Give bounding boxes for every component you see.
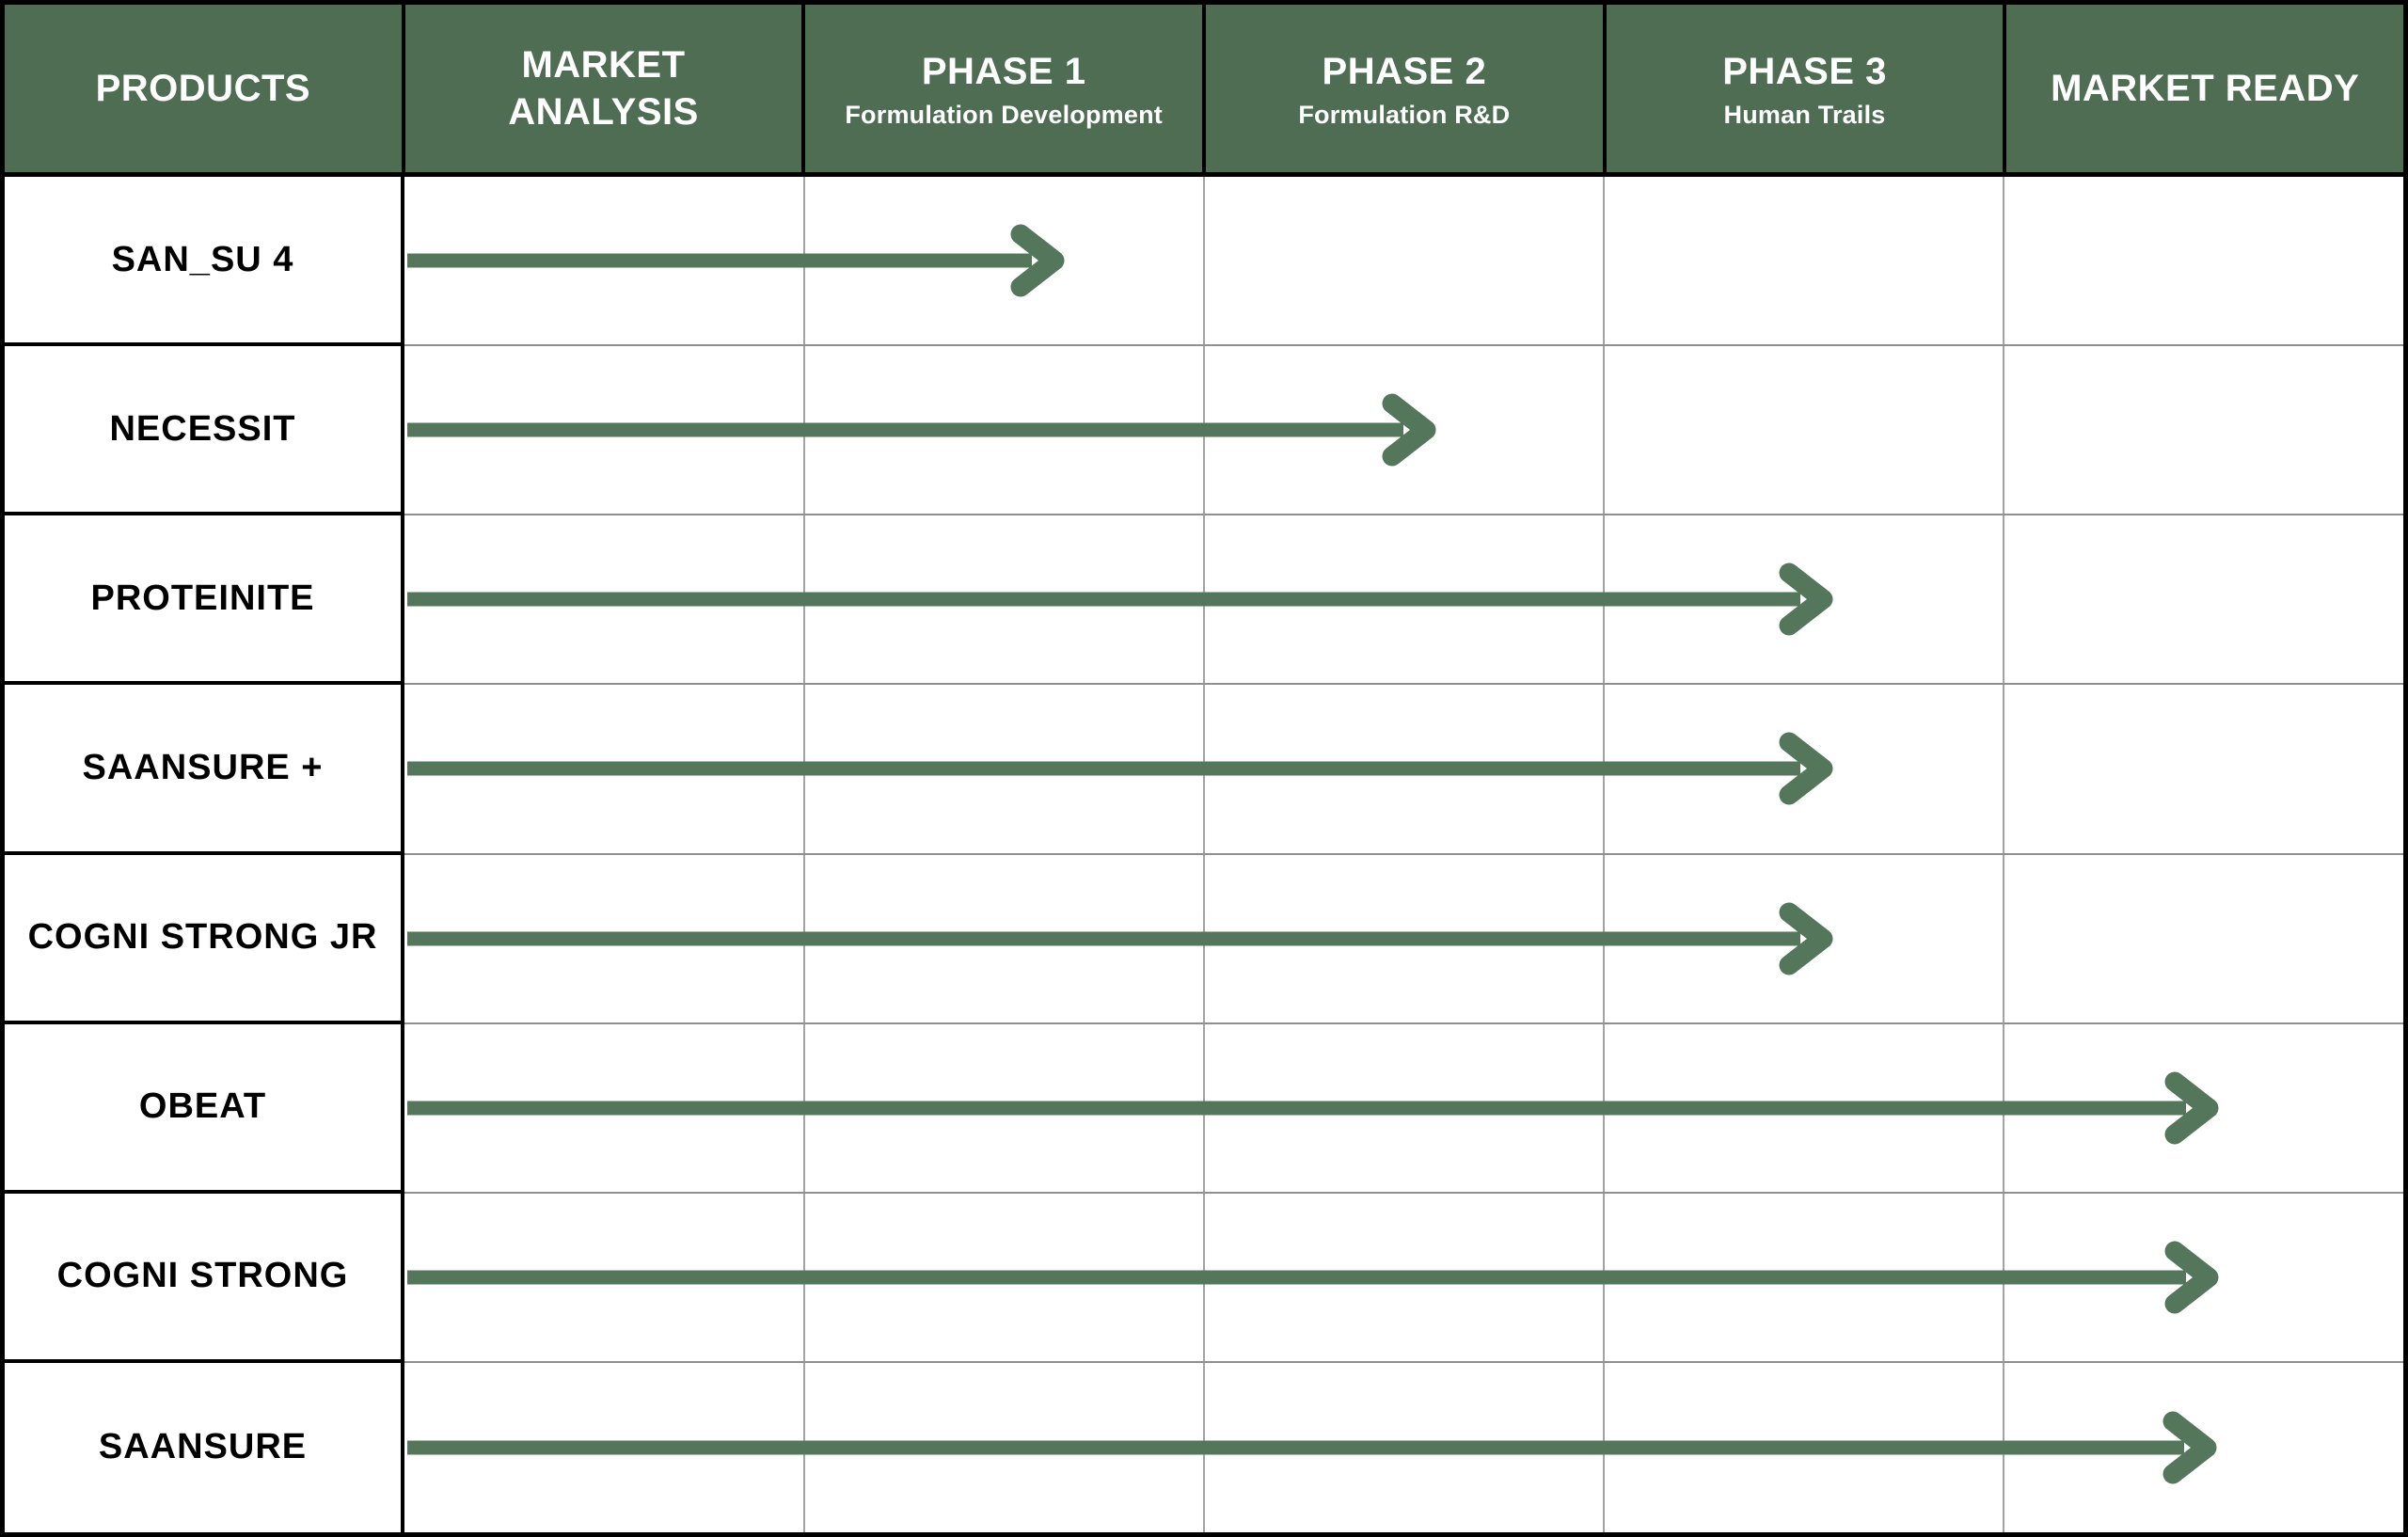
header-title: MARKET ANALYSIS	[508, 44, 699, 133]
table-body: SAN_SU 4 NECESSIT PROTEINITE SAANSURE + …	[5, 177, 2403, 1532]
timeline-track	[404, 1363, 2403, 1532]
product-name-cell: SAN_SU 4	[5, 177, 404, 347]
column-grid-line	[802, 177, 805, 1532]
header-title: PHASE 3	[1722, 50, 1887, 92]
product-name-cell: PROTEINITE	[5, 515, 404, 686]
header-row: PRODUCTS MARKET ANALYSIS PHASE 1 Formula…	[5, 5, 2403, 177]
header-subtitle: Formulation R&D	[1298, 100, 1511, 129]
table-row: SAANSURE	[5, 1362, 2403, 1532]
column-grid-line	[1203, 177, 1205, 1532]
header-title: PHASE 1	[921, 50, 1086, 92]
header-cell-market-ready: MARKET READY	[2006, 5, 2403, 172]
header-title: MARKET READY	[2051, 68, 2360, 109]
column-grid-line	[1602, 177, 1605, 1532]
progress-arrow-icon	[407, 902, 1833, 975]
table-row: COGNI STRONG	[5, 1193, 2403, 1363]
table-row: COGNI STRONG JR	[5, 854, 2403, 1024]
header-subtitle: Formulation Development	[845, 100, 1163, 129]
product-name-cell: NECESSIT	[5, 346, 404, 516]
product-name-cell: COGNI STRONG	[5, 1193, 404, 1363]
timeline-track	[404, 1024, 2403, 1194]
product-name-cell: SAANSURE	[5, 1362, 404, 1532]
timeline-track	[404, 515, 2403, 686]
column-grid-line	[2003, 177, 2004, 1532]
header-title: PHASE 2	[1322, 50, 1487, 92]
table-row: SAANSURE +	[5, 685, 2403, 855]
header-cell-phase-2: PHASE 2 Formulation R&D	[1206, 5, 1607, 172]
progress-arrow-icon	[407, 1411, 2217, 1484]
progress-arrow-icon	[407, 393, 1436, 467]
header-title: PRODUCTS	[95, 68, 311, 109]
table-row: PROTEINITE	[5, 515, 2403, 686]
timeline-track	[404, 855, 2403, 1024]
progress-arrow-icon	[407, 1071, 2219, 1145]
header-cell-phase-3: PHASE 3 Human Trails	[1606, 5, 2007, 172]
table-row: OBEAT	[5, 1023, 2403, 1194]
header-subtitle: Human Trails	[1723, 100, 1886, 129]
progress-arrow-icon	[407, 1241, 2219, 1314]
header-cell-market-analysis: MARKET ANALYSIS	[404, 5, 806, 172]
product-name-cell: COGNI STRONG JR	[5, 854, 404, 1024]
header-cell-products: PRODUCTS	[5, 5, 405, 172]
table-row: NECESSIT	[5, 346, 2403, 516]
header-cell-phase-1: PHASE 1 Formulation Development	[805, 5, 1207, 172]
progress-arrow-icon	[407, 224, 1065, 297]
product-name-cell: SAANSURE +	[5, 685, 404, 855]
timeline-track	[404, 685, 2403, 855]
timeline-track	[404, 177, 2403, 347]
timeline-track	[404, 346, 2403, 516]
timeline-track	[404, 1194, 2403, 1363]
progress-arrow-icon	[407, 732, 1833, 805]
product-name-cell: OBEAT	[5, 1023, 404, 1194]
table-row: SAN_SU 4	[5, 177, 2403, 347]
progress-arrow-icon	[407, 563, 1833, 636]
